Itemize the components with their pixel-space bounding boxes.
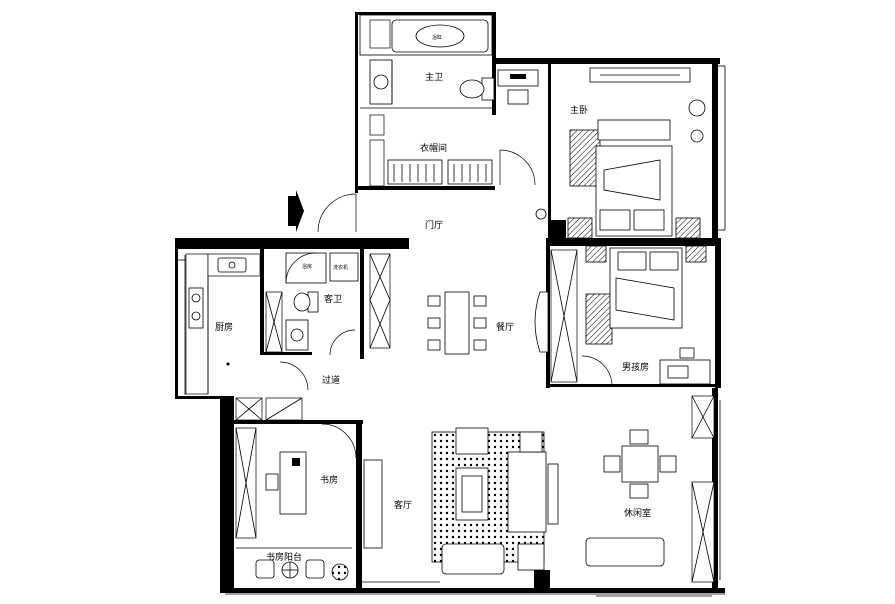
guest-bath: 浴房 洗衣机 客卫: [265, 252, 359, 356]
room-label-guest-bath: 客卫: [324, 293, 342, 305]
bathtub-guest-label: 浴房: [302, 263, 312, 270]
study: 书房 书房阳台: [235, 397, 357, 581]
living-room: 客厅: [363, 427, 559, 575]
leisure-room: 休闲室: [585, 395, 715, 583]
room-label-study: 书房: [320, 474, 338, 486]
room-label-master-bath: 主卫: [425, 71, 443, 83]
room-label-master-bedroom: 主卧: [570, 104, 588, 116]
room-label-living-room: 客厅: [394, 499, 412, 511]
window-frames: [178, 14, 726, 597]
room-label-leisure-room: 休闲室: [624, 507, 651, 519]
room-label-dining: 餐厅: [496, 321, 514, 333]
master-bedroom: 主卧: [497, 67, 706, 239]
room-label-walk-in-closet: 衣帽间: [420, 142, 447, 154]
room-label-kitchen: 厨房: [215, 321, 233, 333]
foyer: 门厅: [288, 190, 443, 233]
room-label-foyer: 门厅: [425, 219, 443, 231]
entrance-arrow-icon: [288, 190, 304, 232]
walls: [175, 12, 725, 593]
corridor: 过道: [279, 361, 340, 391]
master-bath: 浴缸 主卫: [360, 19, 495, 136]
boys-room: 男孩房: [581, 245, 711, 387]
room-label-study-balcony: 书房阳台: [266, 551, 302, 563]
kitchen: 厨房: [185, 253, 261, 395]
dining: 餐厅: [369, 249, 578, 383]
walk-in-closet: 衣帽间: [369, 139, 536, 187]
room-label-boys-room: 男孩房: [622, 361, 649, 373]
room-label-corridor: 过道: [322, 374, 340, 386]
bathtub-label: 浴缸: [432, 34, 442, 41]
washing-machine-label: 洗衣机: [333, 264, 348, 271]
